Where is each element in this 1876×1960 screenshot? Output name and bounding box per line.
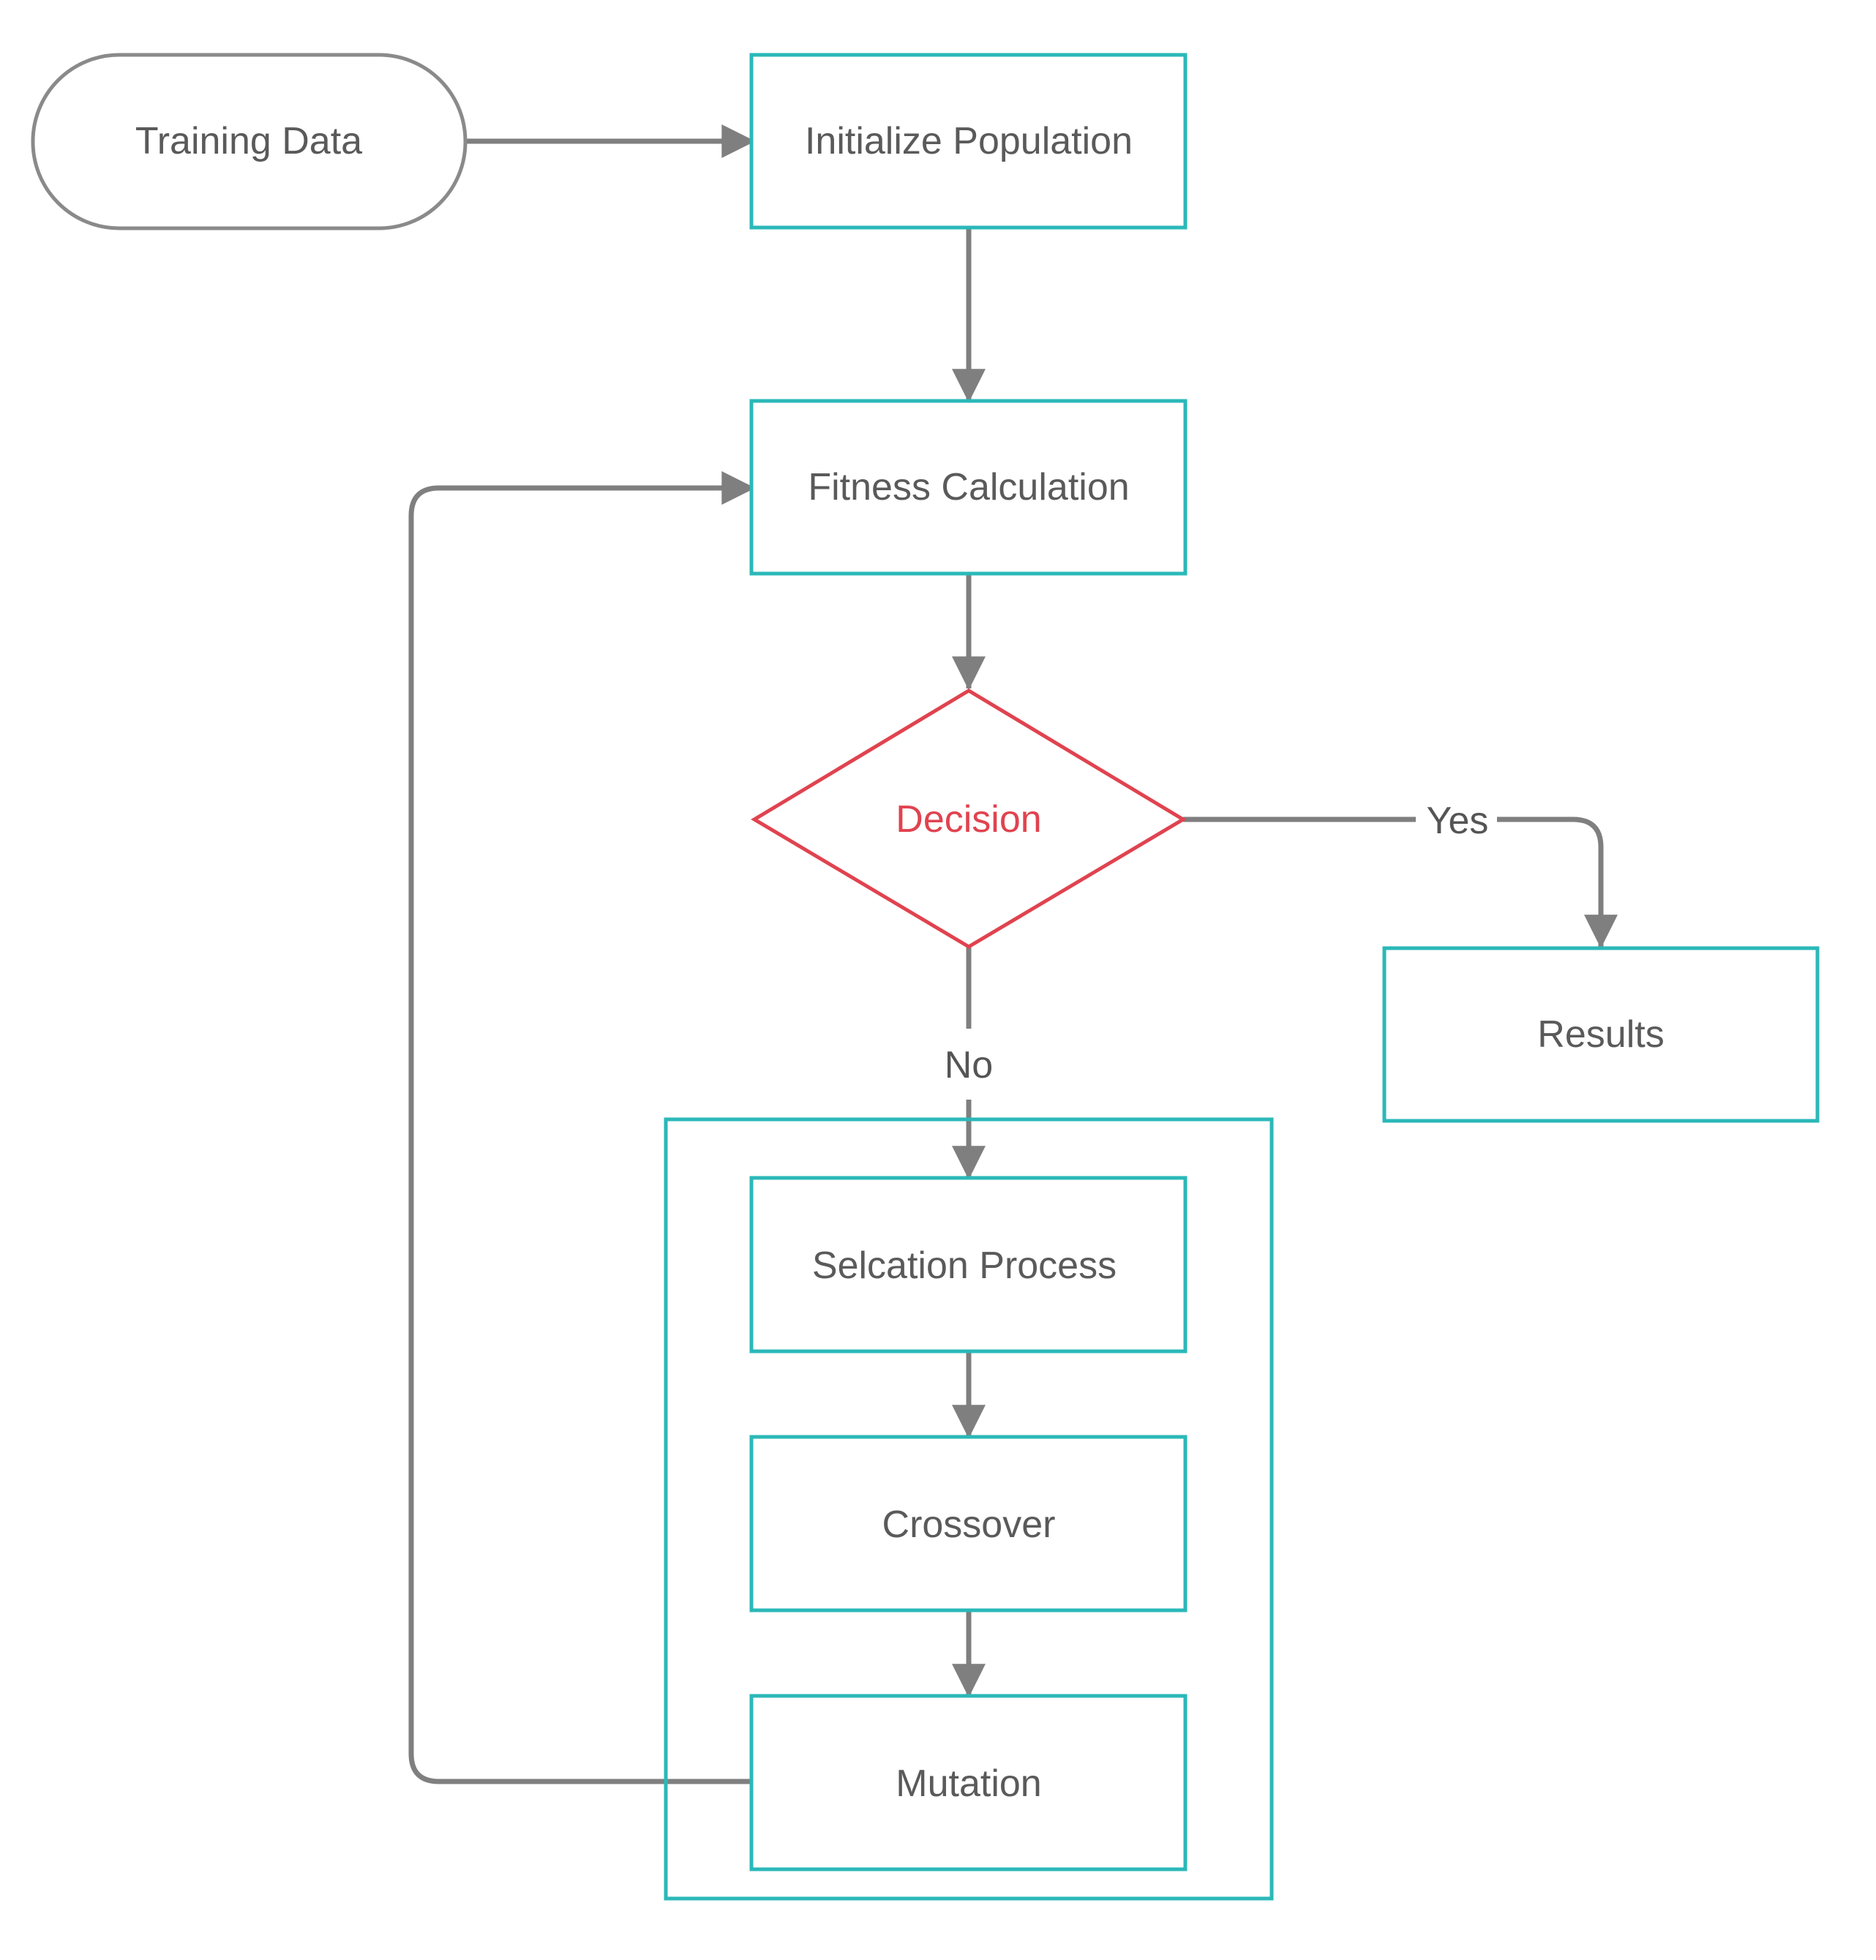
process-shape [749,1435,1187,1612]
node-crossover[interactable]: Crossover [749,1435,1187,1612]
node-mutation[interactable]: Mutation [749,1694,1187,1871]
node-label-mutation: Mutation [896,1762,1041,1805]
node-results[interactable]: Results [1382,946,1820,1123]
node-label-crossover: Crossover [882,1503,1056,1546]
node-label-decision: Decision [896,798,1041,841]
edge-decision-yes-to-results-tail [1497,816,1618,949]
process-shape [749,399,1187,576]
node-decision[interactable]: Decision [751,688,1187,949]
edge-label-no: No [945,1044,993,1086]
connectors [408,124,1618,1784]
process-shape [749,1176,1187,1353]
node-label-results: Results [1537,1013,1664,1056]
node-training-data[interactable]: Training Data [31,53,468,230]
node-label-fitness-calculation: Fitness Calculation [808,466,1129,508]
process-shape [1382,946,1820,1123]
node-label-initialize-population: Initialize Population [805,120,1133,162]
node-initialize-population[interactable]: Initialize Population [749,53,1187,230]
edge-mutation-loop-to-fitness [408,471,756,1784]
genetic-operators-group [664,1117,1274,1901]
node-fitness-calculation[interactable]: Fitness Calculation [749,399,1187,576]
decision-shape [751,688,1187,949]
process-shape [749,1694,1187,1871]
terminal-shape [31,53,468,230]
node-label-selection-process: Selcation Process [812,1244,1117,1287]
process-shape [749,53,1187,230]
node-selection-process[interactable]: Selcation Process [749,1176,1187,1353]
node-label-training-data: Training Data [135,120,362,162]
edge-label-yes: Yes [1427,800,1489,842]
